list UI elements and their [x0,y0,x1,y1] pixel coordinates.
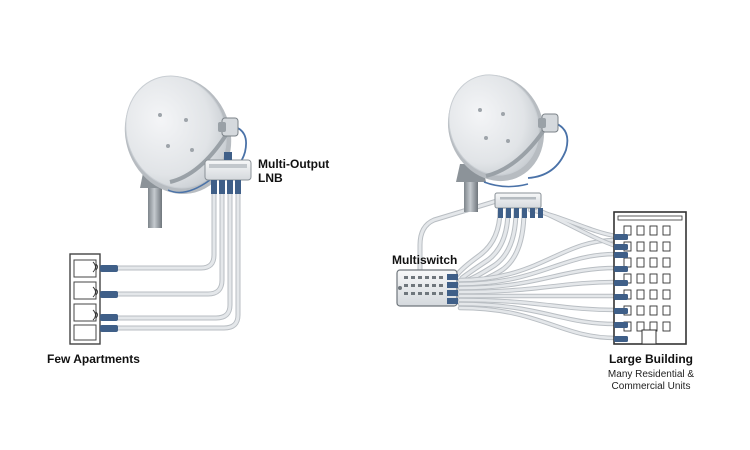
quad-output-box [494,192,543,218]
lnb-head-right [538,113,559,133]
multiswitch-box [396,269,458,307]
building-connectors [614,234,628,342]
multi-output-lnb-label-line2: LNB [258,171,283,185]
few-apartments-label: Few Apartments [47,352,140,366]
left-cables [115,187,241,331]
multi-output-lnb-label: Multi-Output [258,157,330,171]
right-system [396,74,687,345]
multiswitch-to-building-cables [457,207,619,341]
multiswitch-label: Multiswitch [392,253,458,267]
large-building-subtitle: Many Residential & [607,369,695,380]
feed-arm [169,133,228,184]
lnb-to-multiswitch-cables [417,197,527,285]
left-system [69,75,252,345]
apartment-connectors [92,261,118,332]
lnb-head [218,117,239,137]
large-building-subtitle-line2: Commercial Units [611,381,691,392]
multi-output-lnb [204,152,252,194]
large-building-label: Large Building [609,352,693,366]
dish-right [447,74,545,182]
